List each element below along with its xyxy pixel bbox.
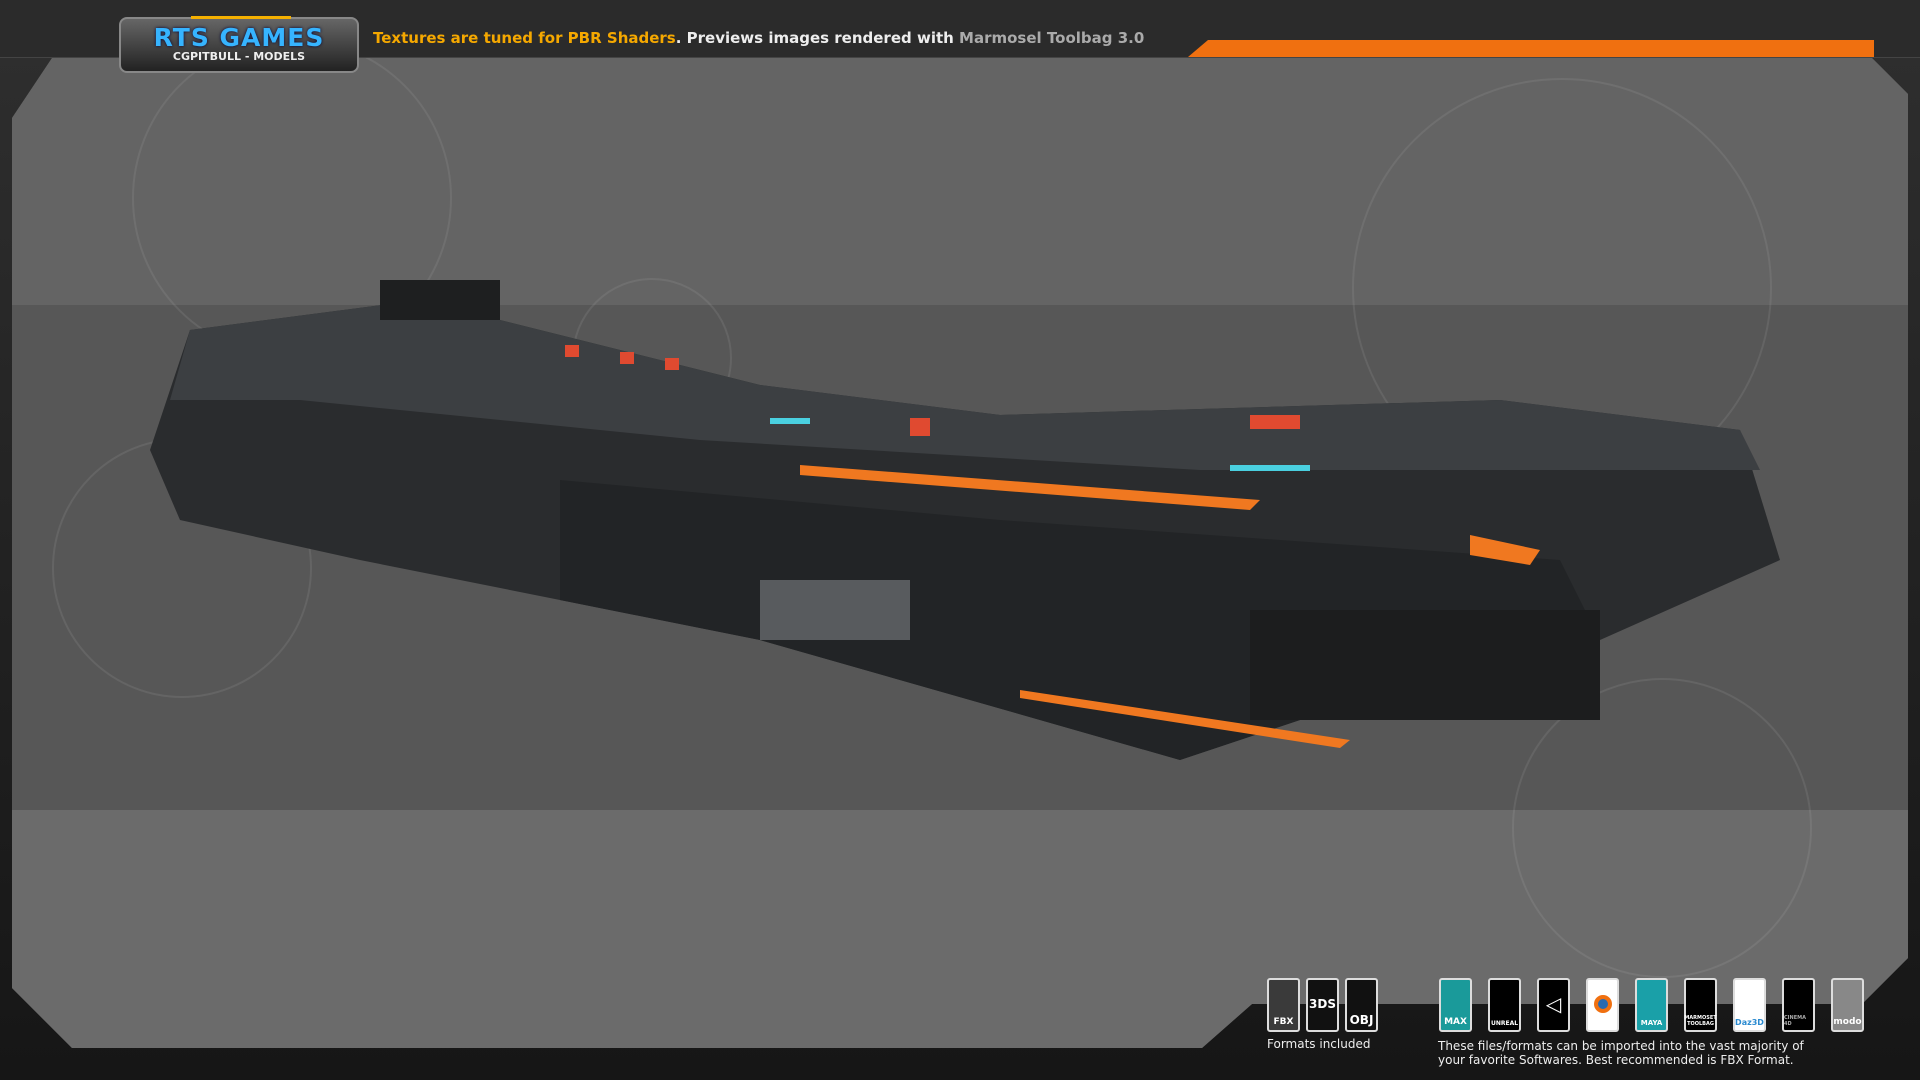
pbr-note: Textures are tuned for PBR Shaders <box>373 29 676 47</box>
logo-subtitle: CGPITBULL - MODELS <box>172 50 306 63</box>
fbx-icon: FBX <box>1267 978 1300 1032</box>
logo-title: RTS GAMES <box>153 23 325 52</box>
unity-icon: ◁ <box>1537 978 1570 1032</box>
software-list: MAX UNREAL ◁ MAYA MARMOSET TOOLBAG Daz3D… <box>1439 978 1864 1032</box>
accent-stripe <box>1188 40 1874 57</box>
obj-icon: OBJ <box>1345 978 1378 1032</box>
cinema4d-icon: CINEMA 4D <box>1782 978 1815 1032</box>
marmoset-icon: MARMOSET TOOLBAG <box>1684 978 1717 1032</box>
header-text: Textures are tuned for PBR Shaders. Prev… <box>373 29 1144 47</box>
3ds-max-icon: MAX <box>1439 978 1472 1032</box>
modo-icon: modo <box>1831 978 1864 1032</box>
renderer-name: Marmosel Toolbag 3.0 <box>959 29 1145 47</box>
render-note: . Previews images rendered with <box>675 29 960 47</box>
unreal-engine-icon: UNREAL <box>1488 978 1521 1032</box>
formats-caption: Formats included <box>1267 1037 1371 1051</box>
logo: RTS GAMES CGPITBULL - MODELS <box>119 16 359 73</box>
blender-icon <box>1586 978 1619 1032</box>
software-caption: These files/formats can be imported into… <box>1438 1039 1804 1067</box>
formats-list: FBX 3DS OBJ <box>1267 978 1378 1032</box>
daz3d-icon: Daz3D <box>1733 978 1766 1032</box>
3ds-icon: 3DS <box>1306 978 1339 1032</box>
maya-icon: MAYA <box>1635 978 1668 1032</box>
